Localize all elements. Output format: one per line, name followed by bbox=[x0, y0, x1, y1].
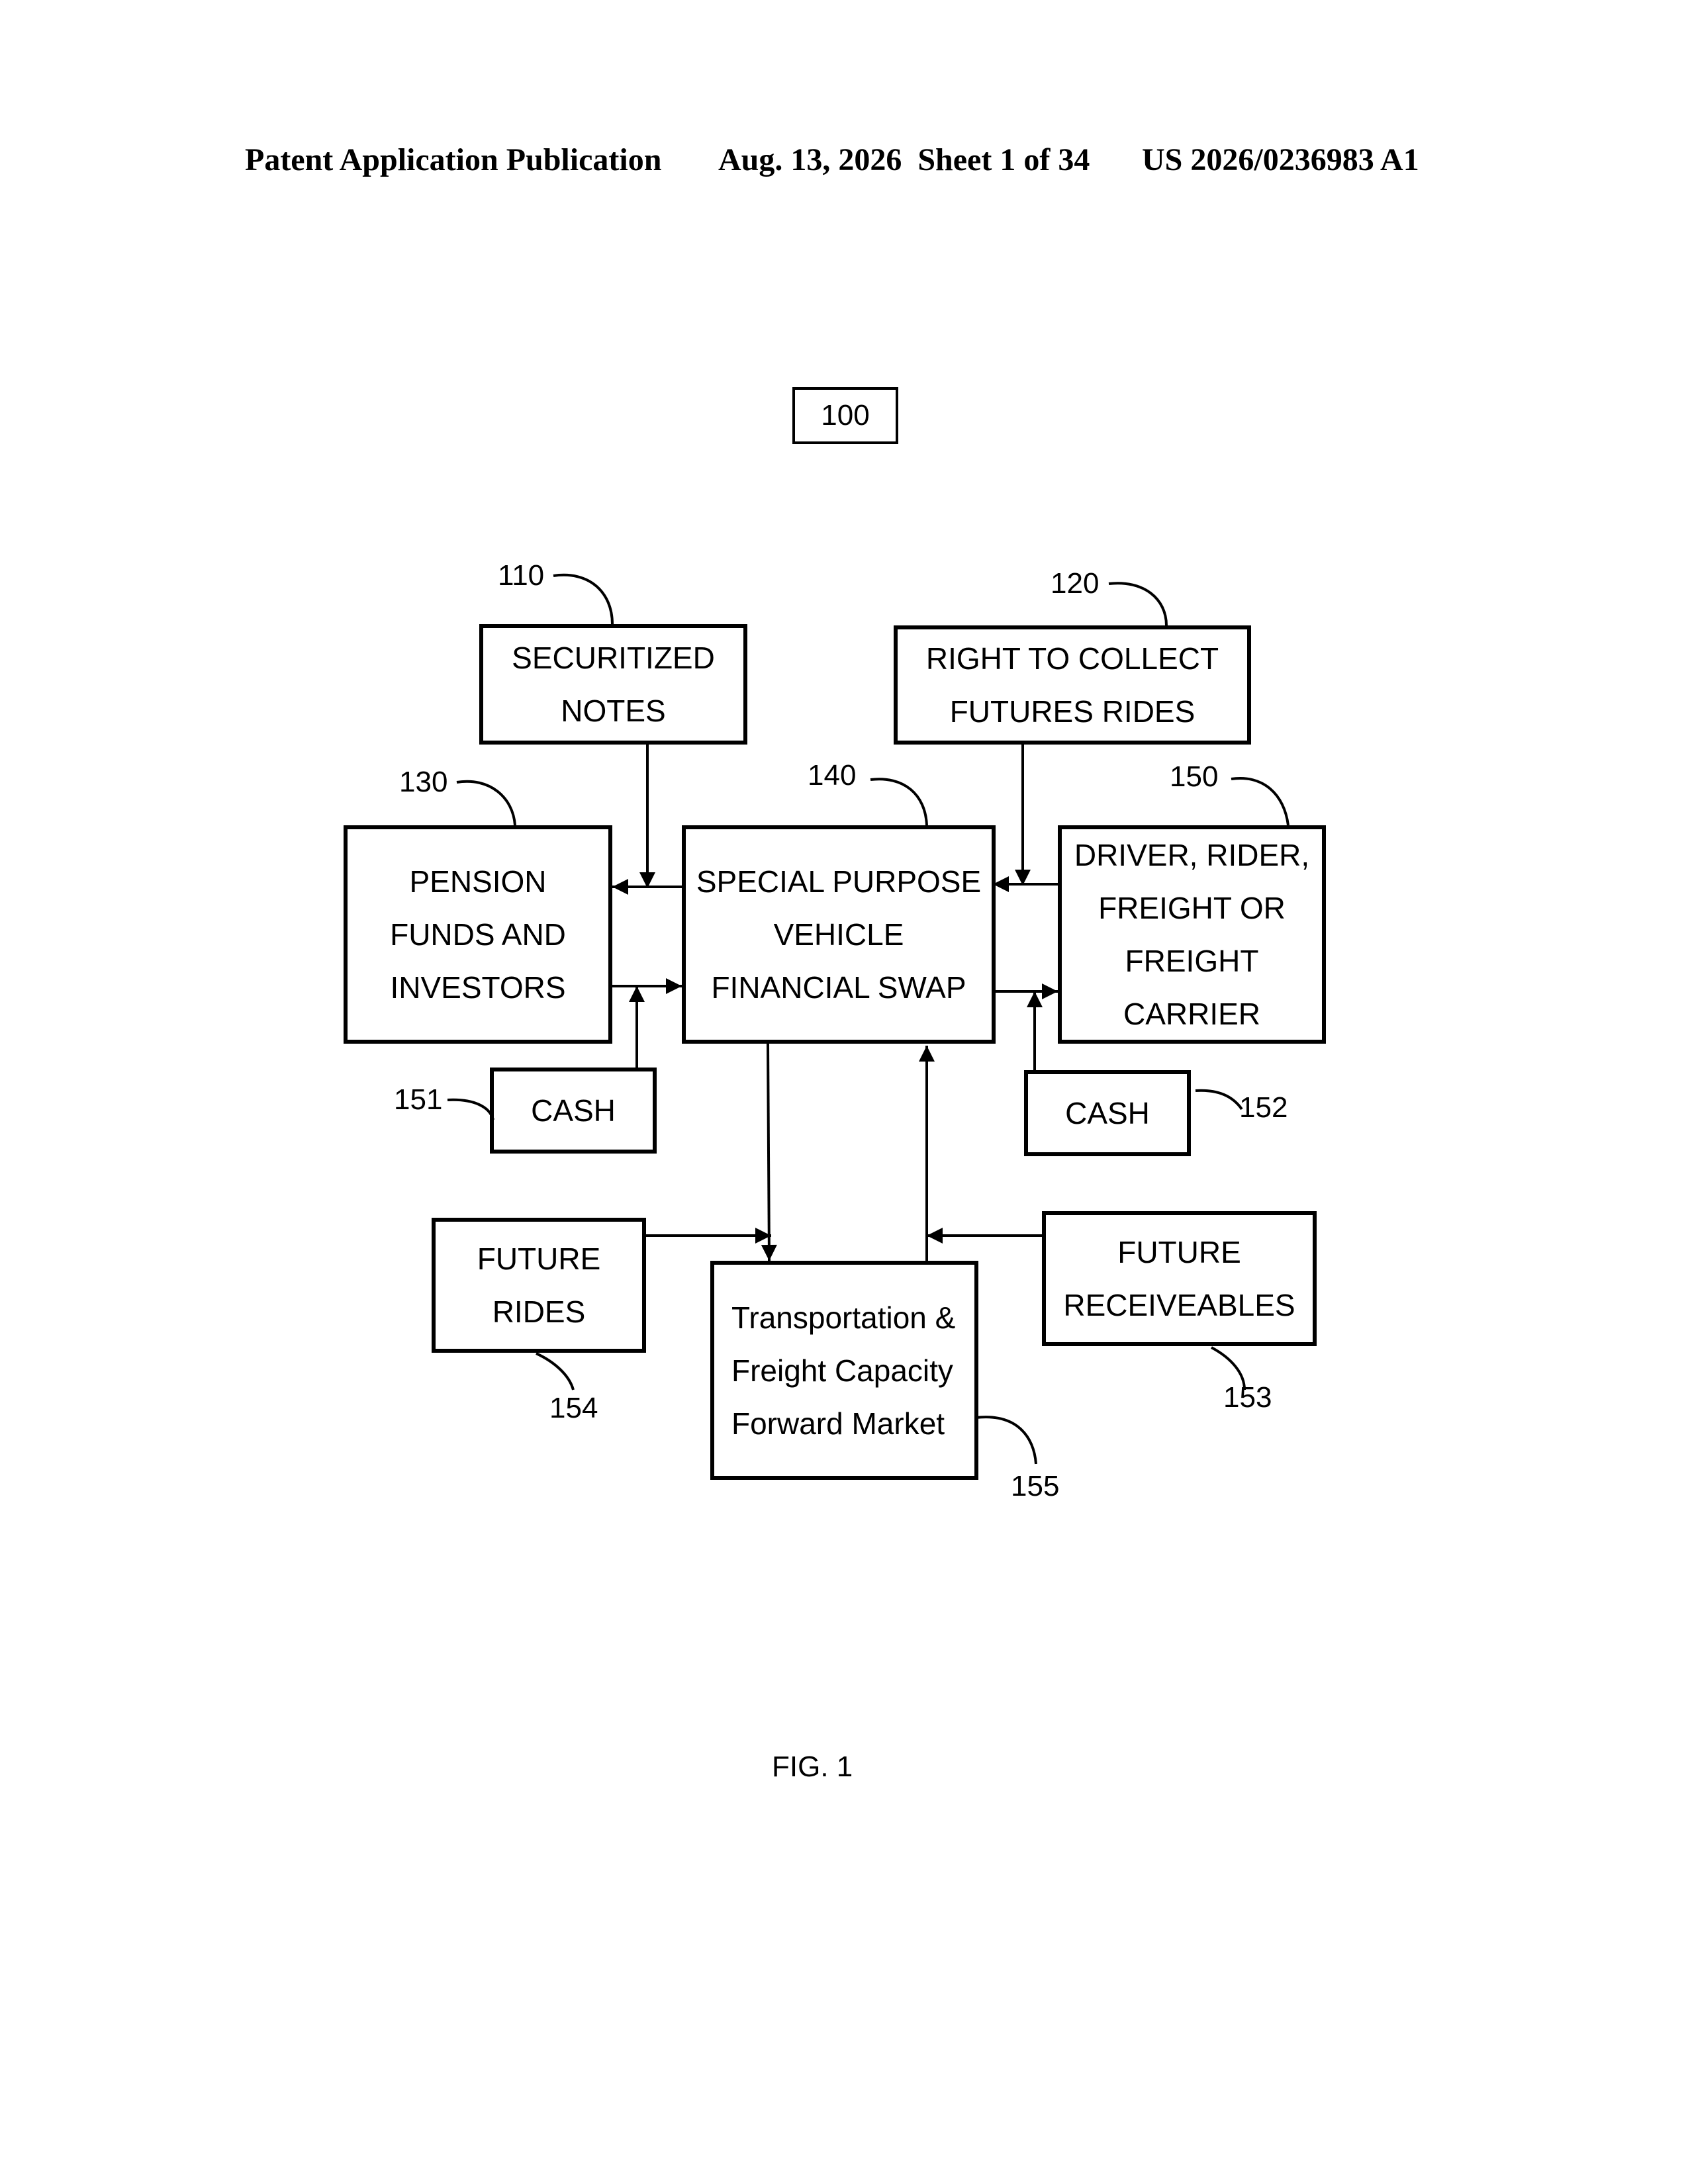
leader-150 bbox=[1231, 778, 1288, 825]
leader-151 bbox=[447, 1100, 493, 1120]
node-130-pension-funds: PENSION FUNDS AND INVESTORS bbox=[344, 825, 612, 1044]
node-151-line: CASH bbox=[531, 1084, 616, 1137]
node-155-line: Transportation & bbox=[731, 1291, 955, 1344]
node-153-line: FUTURE bbox=[1117, 1226, 1241, 1279]
node-155-line: Freight Capacity bbox=[731, 1344, 953, 1397]
node-150-line: FREIGHT bbox=[1125, 934, 1259, 987]
node-110-securitized-notes: SECURITIZED NOTES bbox=[479, 624, 747, 745]
node-152-line: CASH bbox=[1065, 1087, 1150, 1140]
node-152-cash: CASH bbox=[1024, 1070, 1191, 1156]
ref-154: 154 bbox=[549, 1394, 598, 1423]
node-130-line: PENSION bbox=[409, 855, 546, 908]
node-140-special-purpose-vehicle: SPECIAL PURPOSE VEHICLE FINANCIAL SWAP bbox=[682, 825, 996, 1044]
leader-155 bbox=[976, 1417, 1036, 1464]
ref-155: 155 bbox=[1011, 1472, 1059, 1501]
node-150-line: DRIVER, RIDER, bbox=[1074, 829, 1309, 882]
ref-110: 110 bbox=[498, 561, 544, 590]
figure-number-box: 100 bbox=[792, 387, 898, 444]
node-154-line: RIDES bbox=[492, 1285, 586, 1338]
node-153-line: RECEIVEABLES bbox=[1063, 1279, 1295, 1332]
leader-130 bbox=[457, 782, 515, 825]
arrow-140-to-155 bbox=[768, 1043, 769, 1261]
ref-130: 130 bbox=[399, 768, 447, 797]
ref-140: 140 bbox=[808, 761, 856, 790]
leader-152 bbox=[1196, 1091, 1242, 1109]
node-140-line: VEHICLE bbox=[774, 908, 904, 961]
node-120-line: RIGHT TO COLLECT bbox=[926, 632, 1219, 685]
ref-120: 120 bbox=[1051, 569, 1099, 598]
leader-154 bbox=[536, 1353, 573, 1390]
node-140-line: SPECIAL PURPOSE bbox=[696, 855, 981, 908]
node-154-future-rides: FUTURE RIDES bbox=[432, 1218, 646, 1353]
node-150-line: CARRIER bbox=[1123, 987, 1260, 1040]
ref-151: 151 bbox=[394, 1085, 442, 1115]
node-120-line: FUTURES RIDES bbox=[950, 685, 1196, 738]
node-155-line: Forward Market bbox=[731, 1397, 945, 1450]
node-150-driver-rider: DRIVER, RIDER, FREIGHT OR FREIGHT CARRIE… bbox=[1058, 825, 1326, 1044]
node-150-line: FREIGHT OR bbox=[1098, 882, 1286, 934]
ref-150: 150 bbox=[1170, 762, 1218, 792]
node-110-line: SECURITIZED bbox=[512, 631, 715, 684]
node-130-line: INVESTORS bbox=[391, 961, 566, 1014]
node-155-forward-market: Transportation & Freight Capacity Forwar… bbox=[710, 1261, 978, 1480]
figure-caption: FIG. 1 bbox=[772, 1752, 853, 1782]
leader-110 bbox=[553, 575, 612, 624]
node-130-line: FUNDS AND bbox=[390, 908, 566, 961]
node-110-line: NOTES bbox=[561, 684, 665, 737]
leader-140 bbox=[870, 779, 927, 825]
leader-120 bbox=[1109, 583, 1166, 625]
figure-number: 100 bbox=[821, 389, 869, 442]
node-153-future-receivables: FUTURE RECEIVEABLES bbox=[1042, 1211, 1317, 1346]
node-151-cash: CASH bbox=[490, 1068, 657, 1154]
node-140-line: FINANCIAL SWAP bbox=[711, 961, 966, 1014]
node-154-line: FUTURE bbox=[477, 1232, 601, 1285]
node-120-right-to-collect: RIGHT TO COLLECT FUTURES RIDES bbox=[894, 625, 1251, 745]
ref-152: 152 bbox=[1239, 1093, 1288, 1122]
ref-153: 153 bbox=[1223, 1383, 1272, 1412]
